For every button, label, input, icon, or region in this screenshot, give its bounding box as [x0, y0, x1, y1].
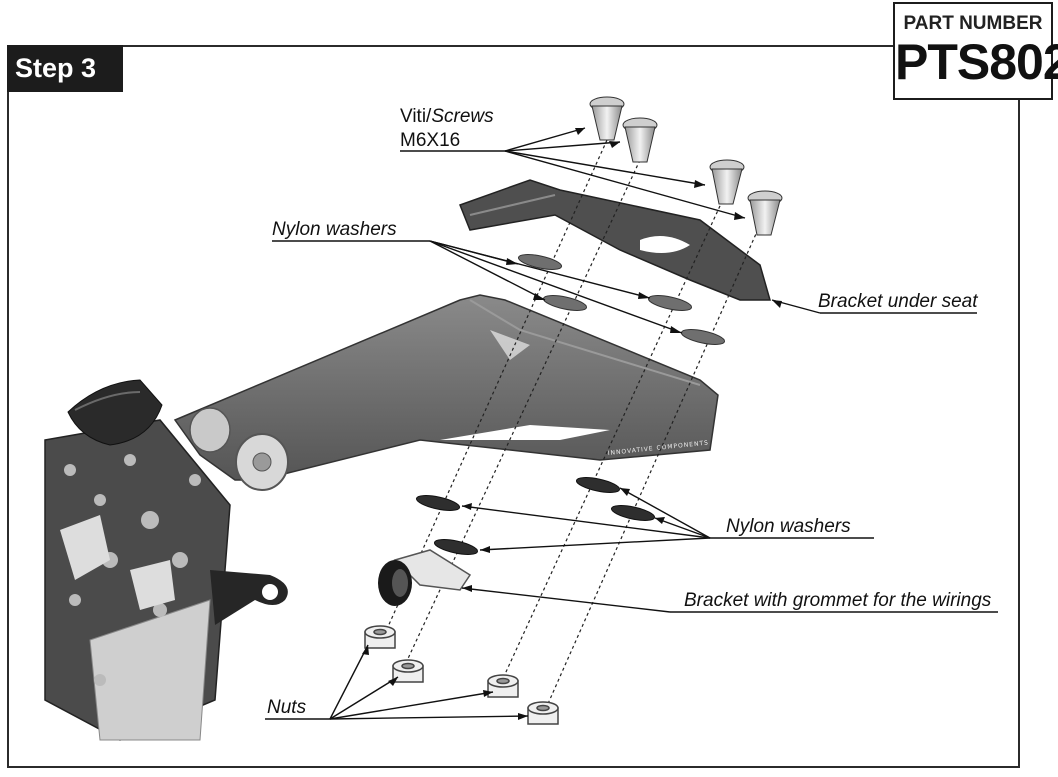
part-number-box: PART NUMBER PTS802 [893, 2, 1058, 100]
screw-3 [709, 159, 745, 205]
screws-label-en: Screws [431, 106, 494, 127]
bracket-under-seat [459, 179, 771, 301]
license-plate-holder [44, 419, 288, 741]
bracket-grommet-label: Bracket with grommet for the wirings [684, 590, 992, 611]
screws [589, 96, 783, 236]
nut-1 [364, 625, 396, 649]
reflector-cap [67, 379, 163, 446]
screw-2 [622, 117, 658, 163]
screw-4 [747, 190, 783, 236]
leader-lines [265, 127, 998, 720]
bracket-under-seat-label: Bracket under seat [818, 291, 978, 312]
diagram-frame [7, 45, 1020, 768]
screws-label: Viti/Screws [400, 106, 494, 128]
nut-4 [527, 701, 559, 725]
nut-3 [487, 674, 519, 698]
screw-1 [589, 96, 625, 141]
support-arm: INNOVATIVE COMPONENTS [173, 294, 719, 491]
nylon-washers-bottom-label: Nylon washers [726, 516, 851, 537]
nuts-label: Nuts [267, 697, 307, 718]
arrowheads [362, 128, 782, 720]
screws-size-label: M6X16 [400, 130, 461, 151]
screws-label-it: Viti/ [400, 106, 432, 127]
nylon-washers-bottom [415, 477, 656, 555]
part-number-label: PART NUMBER [903, 13, 1043, 34]
grommet-bracket [378, 549, 472, 606]
step-title: Step 3 [7, 45, 123, 92]
nuts [364, 625, 559, 725]
part-number-value: PTS802 [895, 34, 1058, 90]
nut-2 [392, 659, 424, 683]
nylon-washers-top-label: Nylon washers [272, 219, 397, 240]
nylon-washers-top [517, 254, 726, 345]
